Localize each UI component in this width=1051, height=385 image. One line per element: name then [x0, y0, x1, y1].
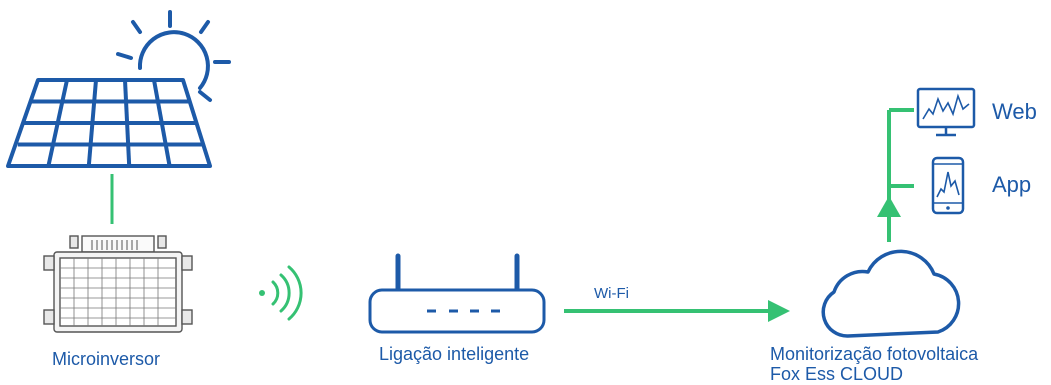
wifi-arrow [564, 300, 790, 322]
wifi-label: Wi-Fi [594, 285, 629, 302]
solar-panel-icon [6, 78, 212, 168]
sun-icon [116, 10, 231, 102]
smartphone-icon [931, 156, 965, 215]
monitor-icon [916, 87, 976, 137]
router-icon [368, 253, 546, 334]
cloud-label-line2: Fox Ess CLOUD [770, 364, 904, 384]
wireless-signal-icon [259, 265, 303, 321]
microinverter-icon [43, 235, 193, 333]
microinverter-label: Microinversor [52, 349, 161, 369]
cloud-outputs-link [887, 108, 914, 242]
web-label: Web [992, 99, 1037, 124]
router-label: Ligação inteligente [379, 344, 530, 364]
app-label: App [992, 172, 1032, 197]
up-arrow [877, 196, 901, 217]
cloud-icon [821, 249, 961, 338]
cloud-label-line1: Monitorização fotovoltaica [770, 344, 979, 364]
